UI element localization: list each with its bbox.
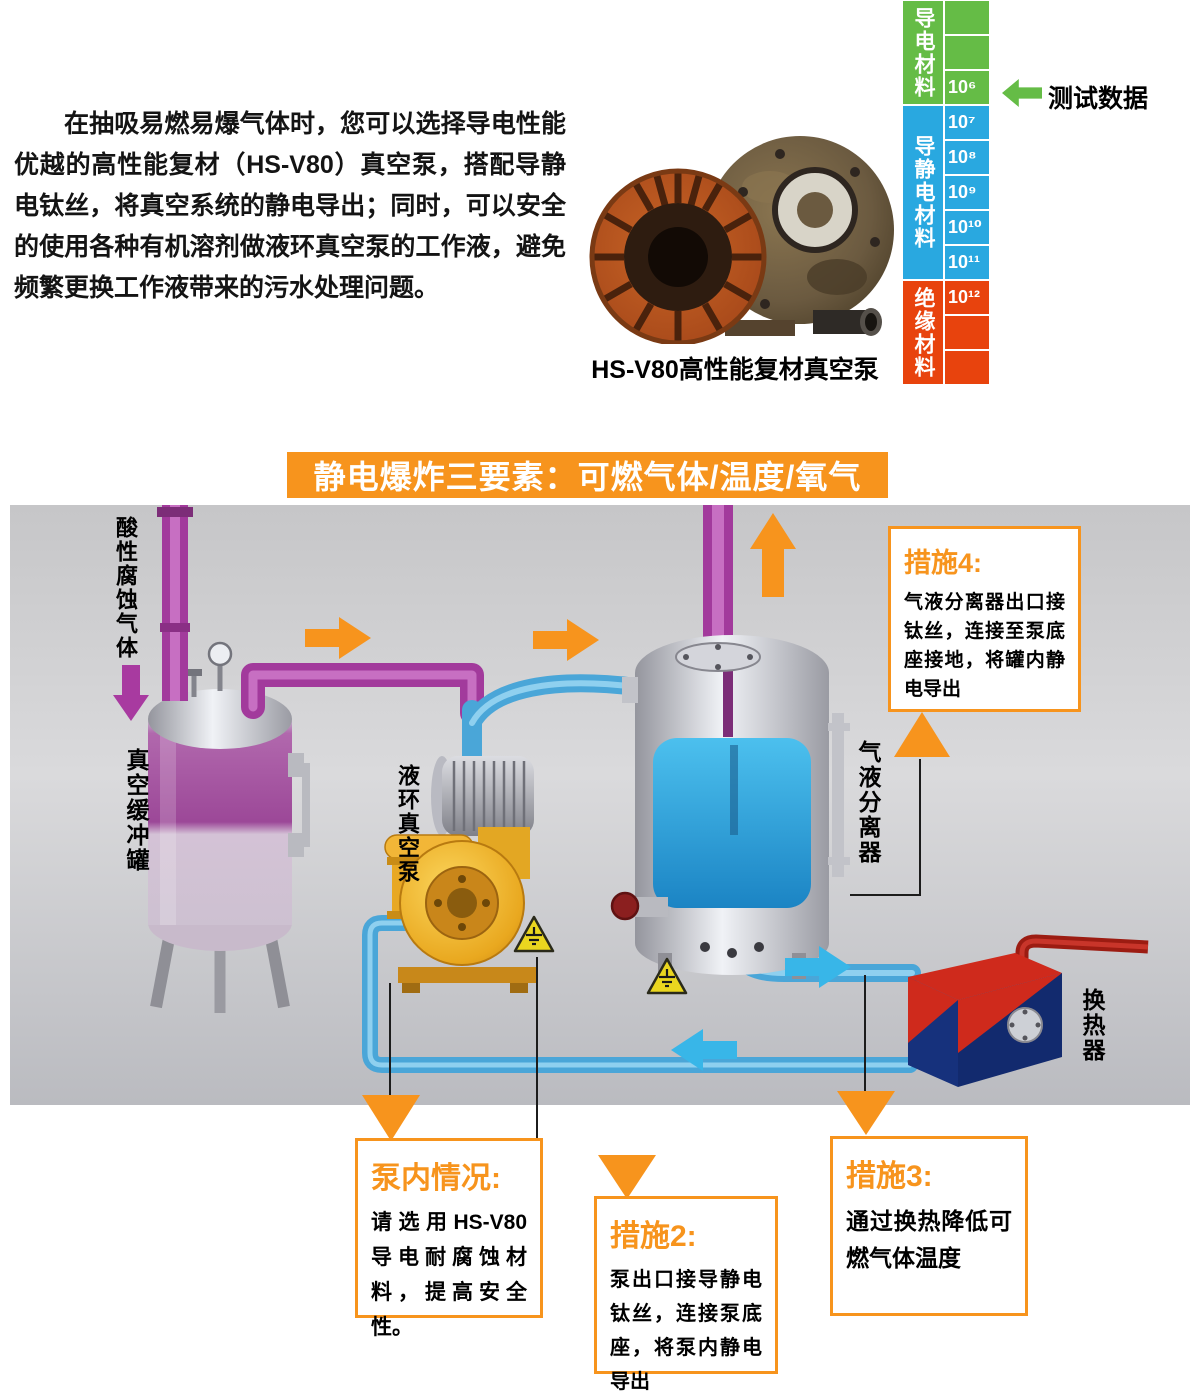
pump-photo-caption: HS-V80高性能复材真空泵 [591,356,879,384]
chart-cell [944,350,990,385]
chart-cell: 10⁷ [944,105,990,140]
chart-cell: 10⁹ [944,175,990,210]
chart-cell [944,0,990,35]
callout-measure4: 措施4: 气液分离器出口接钛丝，连接至泵底座接地，将罐内静电导出 [888,526,1081,712]
pump-photo-image [589,136,894,346]
conductivity-chart: 导电材料 导静电材料 绝缘材料 10⁶ 10⁷ 10⁸ 10⁹ 10¹⁰ 10¹… [902,0,990,385]
banner-title: 静电爆炸三要素：可燃气体/温度/氧气 [287,452,888,498]
callout-pump-status: 泵内情况: 请选用HS-V80导电耐腐蚀材料，提高安全性。 [355,1138,543,1339]
chart-cell: 10⁶ [944,70,990,105]
callout-measure4-body: 气液分离器出口接钛丝，连接至泵底座接地，将罐内静电导出 [904,592,1065,700]
chart-section-conductive: 导电材料 [902,0,944,105]
label-buffer-tank: 真空缓冲罐 [123,748,149,873]
chart-cell: 10⁸ [944,140,990,175]
test-data-label: 测试数据 [1048,85,1149,113]
label-separator: 气液分离器 [855,740,881,865]
chart-label-column: 导电材料 导静电材料 绝缘材料 [902,0,944,385]
callout-measure2-body: 泵出口接导静电钛丝，连接泵底座，将泵内静电导出 [610,1269,762,1393]
test-data-arrow-icon [1002,79,1042,107]
chart-cell [944,315,990,350]
callout-pump-status-title: 泵内情况: [371,1162,501,1195]
label-acid-gas: 酸性腐蚀气体 [113,516,138,660]
callout-measure3: 措施3: 通过换热降低可燃气体温度 [830,1136,1028,1316]
chart-cell: 10¹¹ [944,245,990,280]
callout-measure4-title: 措施4: [904,548,983,578]
pump-photo [575,92,895,346]
callout-measure2: 措施2: 泵出口接导静电钛丝，连接泵底座，将泵内静电导出 [594,1196,778,1393]
label-heat-exchanger: 换热器 [1079,988,1105,1063]
chart-section-dissipative: 导静电材料 [902,105,944,280]
chart-section-insulating: 绝缘材料 [902,280,944,385]
label-vacuum-pump: 液环真空泵 [395,764,420,884]
chart-value-column: 10⁶ 10⁷ 10⁸ 10⁹ 10¹⁰ 10¹¹ 10¹² [944,0,990,385]
callout-measure3-body: 通过换热降低可燃气体温度 [846,1208,1012,1271]
chart-cell [944,35,990,70]
chart-cell: 10¹⁰ [944,210,990,245]
callout-measure2-title: 措施2: [610,1220,697,1253]
callout-pump-status-body: 请选用HS-V80导电耐腐蚀材料，提高安全性。 [371,1211,527,1339]
intro-paragraph: 在抽吸易燃易爆气体时，您可以选择导电性能优越的高性能复材（HS-V80）真空泵，… [14,110,566,302]
callout-measure3-title: 措施3: [846,1160,933,1193]
chart-cell: 10¹² [944,280,990,315]
